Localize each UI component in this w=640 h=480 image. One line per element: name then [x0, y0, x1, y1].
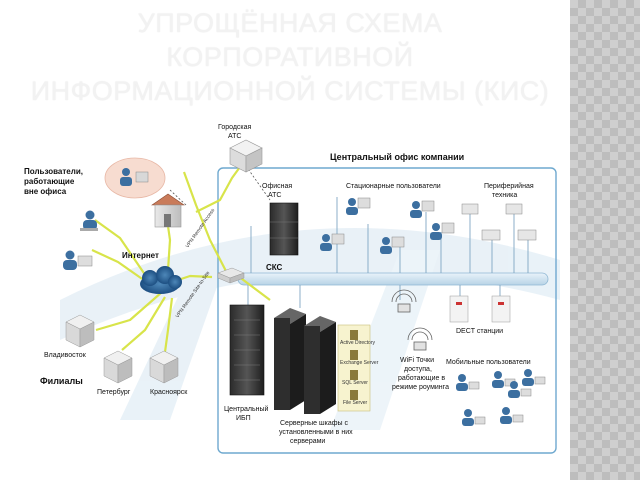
vladivostok-label: Владивосток [44, 352, 87, 359]
workstation-icon-3 [320, 233, 345, 251]
home-user-icon [120, 168, 149, 186]
server-racks-label-3: серверами [290, 438, 325, 445]
wan-links [91, 159, 271, 353]
dect-stations-icon [449, 295, 511, 323]
ups-label-1: Центральный [224, 405, 269, 413]
mobile-user-icon-1 [456, 374, 480, 391]
petersburg-label: Петербург [97, 388, 131, 396]
decorative-side-panel [570, 0, 640, 480]
internet-cloud-icon [140, 266, 182, 294]
remote-users-label-1: Пользователи, [24, 167, 83, 176]
workstation-icon-1 [346, 197, 371, 215]
mobile-user-icon-3 [522, 369, 546, 386]
server-sql: SQL Server [342, 380, 368, 386]
fax-icon [481, 229, 501, 241]
lan-bus [237, 272, 549, 286]
mobile-user-icon-6 [500, 407, 524, 424]
scanner-icon [517, 229, 537, 241]
server-racks-label-2: установленными в них [279, 429, 353, 436]
mobile-user-icon-4 [508, 381, 532, 398]
workstation-icon-5 [430, 222, 455, 240]
title-line-2: КОРПОРАТИВНОЙ [166, 42, 414, 72]
server-racks-label-1: Серверные шкафы с [280, 420, 348, 427]
office-pbx-label-1: Офисная [262, 183, 292, 190]
vladivostok-building-icon [65, 314, 95, 348]
wifi-ap-icon-2 [407, 327, 433, 351]
krasnoyarsk-label: Красноярск [150, 389, 188, 396]
home-office-bubble [104, 157, 166, 199]
ups-rack-icon [229, 304, 265, 396]
central-office-frame [217, 167, 557, 454]
office-pbx-icon [269, 202, 299, 256]
mobile-user-icon-5 [462, 409, 486, 426]
network-diagram: Центральный офис компании СКС [24, 124, 560, 454]
lan-label: СКС [266, 263, 283, 272]
city-pbx-label-2: АТС [228, 133, 241, 140]
printer-icon-1 [461, 203, 479, 215]
edge-router-icon [217, 267, 245, 284]
mobile-user-icon-2 [492, 371, 516, 388]
office-pbx-label-2: АТС [268, 192, 281, 199]
wifi-label-1: WiFi Точки [400, 357, 434, 364]
title-line-1: УПРОЩЁННАЯ СХЕМА [137, 8, 443, 38]
petersburg-building-icon [103, 350, 133, 384]
house-icon [151, 193, 185, 228]
mobile-users-icons [456, 369, 546, 426]
city-pbx-icon [229, 139, 263, 173]
server-list-panel: Active Directory Exchange Server SQL Ser… [337, 324, 379, 412]
krasnoyarsk-building-icon [149, 350, 179, 384]
remote-users-label-2: работающие [24, 177, 75, 186]
workstation-icon-2 [410, 200, 435, 218]
server-file: File Server [343, 400, 368, 406]
printer-icon-2 [505, 203, 523, 215]
wifi-ap-icon-1 [391, 289, 417, 313]
wifi-label-3: работающие в [398, 374, 445, 382]
peripherals-label-1: Периферийная [484, 182, 534, 190]
slide-title: УПРОЩЁННАЯ СХЕМА КОРПОРАТИВНОЙ ИНФОРМАЦИ… [10, 6, 570, 108]
workstation-icon-4 [380, 236, 405, 254]
internet-label: Интернет [122, 251, 159, 260]
wifi-label-4: режиме роуминга [392, 384, 449, 391]
wifi-label-2: доступа, [404, 366, 432, 373]
peripherals-label-2: техника [492, 192, 517, 199]
remote-users-label-3: вне офиса [24, 187, 67, 196]
server-active-directory: Active Directory [340, 340, 376, 346]
server-racks-icon [274, 308, 336, 414]
central-office-label: Центральный офис компании [330, 152, 464, 162]
mobile-users-label: Мобильные пользователи [446, 358, 531, 366]
wifi-access-points [391, 289, 433, 351]
city-pbx-label-1: Городская [218, 124, 252, 131]
peripheral-devices [461, 203, 537, 241]
remote-user-icon-2 [63, 250, 93, 270]
ups-label-2: ИБП [236, 415, 251, 422]
title-line-3: ИНФОРМАЦИОННОЙ СИСТЕМЫ (КИС) [30, 76, 550, 106]
dashed-links [169, 165, 271, 206]
dect-label: DECT станции [456, 328, 503, 335]
stationary-users-label: Стационарные пользователи [346, 183, 441, 190]
server-exchange: Exchange Server [340, 360, 379, 366]
remote-user-icon-1 [80, 210, 98, 231]
branches-label: Филиалы [40, 376, 83, 386]
stationary-workstations [320, 197, 455, 254]
